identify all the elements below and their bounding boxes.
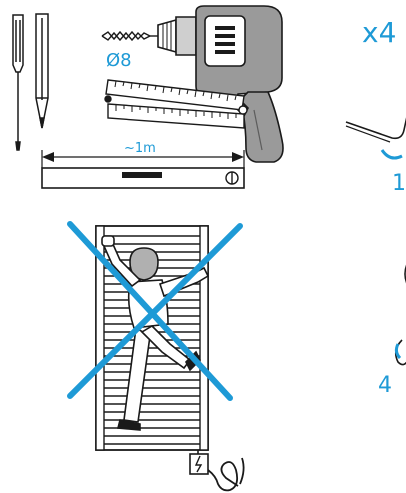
step-first-number: 1 (392, 171, 406, 196)
drill-bit-icon (101, 30, 160, 42)
screwdriver-icon (12, 14, 24, 151)
level-length-label: ~1m (124, 141, 156, 156)
power-cord-icon (207, 457, 245, 492)
drill-icon (157, 5, 284, 163)
folding-ruler-icon (104, 79, 248, 129)
prohibited-cross-icon (67, 221, 243, 401)
spirit-level-icon (41, 150, 245, 189)
fixing-detail-fragment (394, 264, 406, 366)
quantity-label: x4 (362, 16, 396, 49)
allen-key-icon (345, 117, 406, 160)
drill-bit-size-label: Ø8 (106, 50, 132, 71)
pencil-icon (35, 13, 49, 129)
step-last-number: 4 (378, 373, 392, 398)
wall-socket-icon (189, 453, 209, 475)
